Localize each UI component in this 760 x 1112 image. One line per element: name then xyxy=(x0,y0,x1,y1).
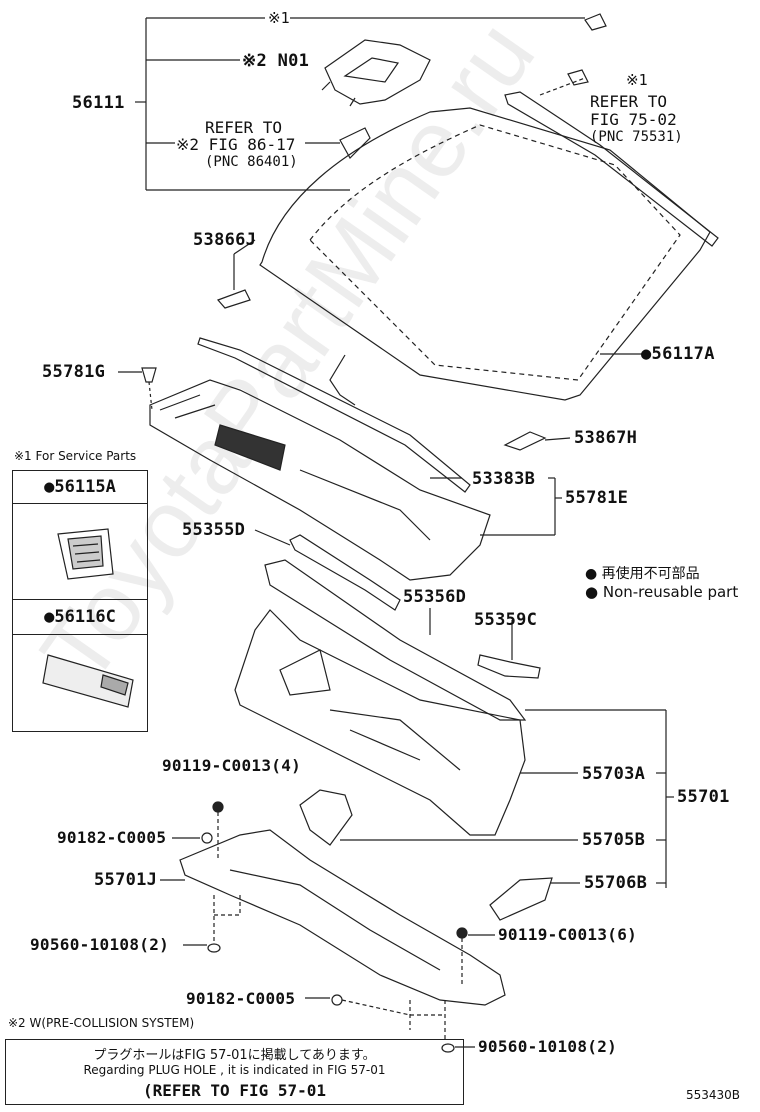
label-90560-b: 90560-10108(2) xyxy=(478,1037,618,1056)
bolt-90119-a xyxy=(212,801,224,813)
windshield-glass xyxy=(259,107,711,406)
nut-90182-a xyxy=(201,832,213,844)
note-ref: (REFER TO FIG 57-01 xyxy=(142,1081,327,1100)
label-55781g: 55781G xyxy=(42,362,106,382)
label-55359c: 55359C xyxy=(474,610,538,630)
label-53867h: 53867H xyxy=(574,428,638,448)
label-55355d: 55355D xyxy=(182,520,246,540)
label-55701j: 55701J xyxy=(94,870,158,890)
label-90119-a: 90119-C0013(4) xyxy=(162,756,302,775)
service-parts-panel: ●56115A ●56116C xyxy=(12,470,148,732)
service-panel-header: ※1 For Service Parts xyxy=(14,449,137,463)
part-55706b xyxy=(489,877,553,921)
label-90182-b: 90182-C0005 xyxy=(186,989,296,1008)
refer-fig75-l1: REFER TO xyxy=(590,92,668,111)
label-56117a: ●56117A xyxy=(641,344,715,364)
diagram-id: 553430B xyxy=(686,1088,741,1102)
service-item-56115a-label: ●56115A xyxy=(13,471,147,504)
label-90560-a: 90560-10108(2) xyxy=(30,935,170,954)
refer-fig86-l1: REFER TO xyxy=(205,118,283,137)
refer-fig75-l3: (PNC 75531) xyxy=(590,129,683,145)
refer-fig86-l3: (PNC 86401) xyxy=(205,154,298,170)
legend-en: ● Non-reusable part xyxy=(585,583,739,601)
service-item-56116c-label: ●56116C xyxy=(13,600,147,635)
label-note1-top: ※1 xyxy=(268,9,290,27)
note-jp: プラグホールはFIG 57-01に掲載してあります。 xyxy=(93,1048,376,1063)
clip-right xyxy=(567,69,589,86)
label-53383b: 53383B xyxy=(472,469,536,489)
panel-55356d xyxy=(264,559,527,721)
seal-55359c xyxy=(477,654,541,679)
label-90119-b: 90119-C0013(6) xyxy=(498,925,638,944)
brace-55701j xyxy=(179,829,506,1006)
grommet-90560-a xyxy=(207,943,221,953)
label-55781e: 55781E xyxy=(565,488,629,508)
clip-55781g xyxy=(141,367,157,383)
fastener-guides xyxy=(213,812,463,1042)
part-53867h xyxy=(503,431,547,451)
label-55356d: 55356D xyxy=(403,587,467,607)
refer-fig75-l2: FIG 75-02 xyxy=(590,110,677,129)
label-n01: ※2 N01 xyxy=(242,51,310,71)
legend-jp: ● 再使用不可部品 xyxy=(585,566,700,582)
nut-90182-b xyxy=(331,994,343,1006)
label-53866j: 53866J xyxy=(193,230,257,250)
label-90182-a: 90182-C0005 xyxy=(57,828,167,847)
label-55703a: 55703A xyxy=(582,764,646,784)
bracket-n01 xyxy=(321,39,431,107)
refer-fig86-l2: ※2 FIG 86-17 xyxy=(176,135,296,154)
bracket-56111 xyxy=(135,17,585,191)
label-note1-right: ※1 xyxy=(626,71,648,89)
molding-75531 xyxy=(504,91,719,247)
clip-top xyxy=(584,13,607,31)
bracket-55705b xyxy=(299,789,353,846)
service-item-56116c-image xyxy=(42,654,134,708)
note-en: Regarding PLUG HOLE , it is indicated in… xyxy=(83,1063,386,1077)
label-56111: 56111 xyxy=(72,93,125,113)
seal-55355d xyxy=(289,534,401,611)
dash-panel-55703a xyxy=(234,609,526,836)
part-86401 xyxy=(339,127,371,159)
label-55705b: 55705B xyxy=(582,830,646,850)
cowl-panel-55781e xyxy=(149,379,491,581)
footnote-2: ※2 W(PRE-COLLISION SYSTEM) xyxy=(8,1016,195,1030)
plug-hole-note: プラグホールはFIG 57-01に掲載してあります。 Regarding PLU… xyxy=(5,1039,464,1105)
part-53866j xyxy=(216,289,251,309)
strip-53383b xyxy=(197,337,471,493)
service-item-56115a-image xyxy=(57,528,114,580)
grommet-90560-b xyxy=(441,1043,455,1053)
leader-lines xyxy=(118,239,674,1048)
label-55706b: 55706B xyxy=(584,873,648,893)
label-55701: 55701 xyxy=(677,787,730,807)
bolt-90119-b xyxy=(456,927,468,939)
